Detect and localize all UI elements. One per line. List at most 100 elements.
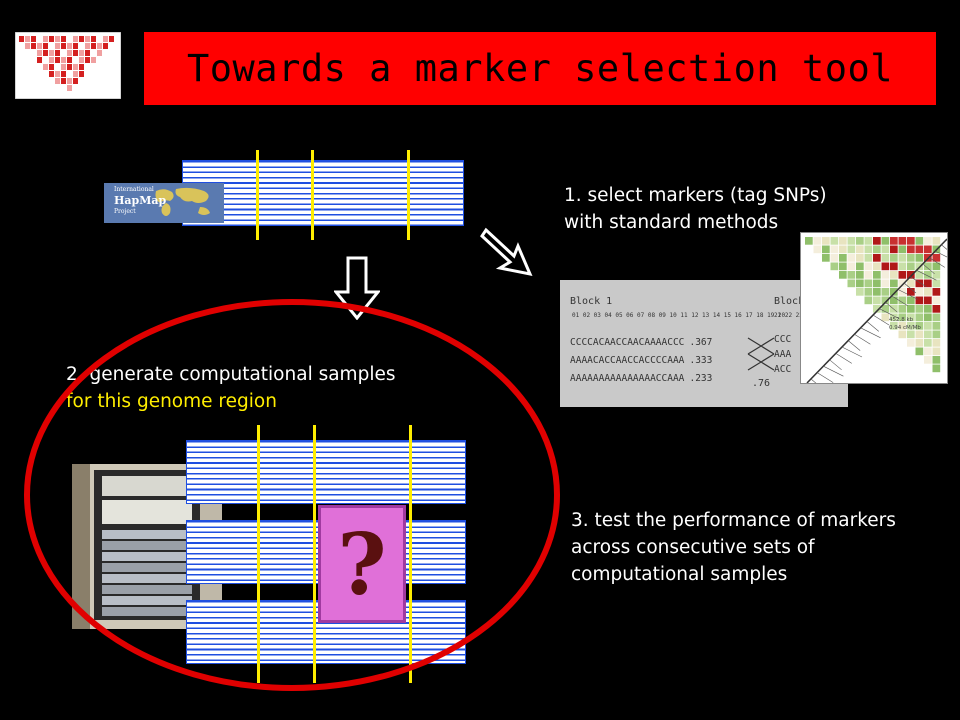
ld-cell [856,237,864,245]
ld-cell [839,262,847,271]
ld-cell [864,296,873,305]
thumb-cell [55,50,60,56]
marker-line [407,150,410,240]
ld-cell [924,262,932,271]
ld-cell [881,288,890,296]
ld-cell [839,237,847,245]
marker-numbers: 01 02 03 04 05 06 07 08 09 10 11 12 13 1… [572,312,786,319]
thumb-cell [61,57,66,63]
ld-cell [932,271,941,279]
thumb-cell [97,43,102,49]
ld-cell [907,339,915,347]
ld-cell [924,347,932,356]
ld-cell [898,262,907,271]
ld-tick [891,295,908,307]
thumb-cell [91,43,96,49]
ld-cell [924,237,932,245]
ld-cell [898,322,907,330]
haplotype-row-b2: AAA [774,349,792,360]
thumb-cell [61,78,66,84]
thumb-cell [73,71,78,77]
ld-tick [829,359,842,371]
thumb-cell [43,50,48,56]
thumb-cell [55,43,60,49]
ld-tick [860,327,881,339]
thumb-cell [97,36,102,42]
ld-tick [910,276,927,287]
ld-cell [932,296,941,305]
ld-tick [823,365,844,377]
ld-cell [890,296,898,305]
ld-cell [915,347,924,356]
ld-cell [881,245,890,254]
ld-tick [810,378,817,383]
thumb-cell [61,43,66,49]
ld-cell [881,313,890,322]
ld-cell [932,237,941,245]
thumb-cell [109,36,114,42]
ld-cell [856,279,864,288]
ld-cell [873,237,881,245]
ld-cell [890,313,898,322]
ld-cell [856,271,864,279]
haplotype-block-sample-1 [186,440,466,504]
ld-cell [856,245,864,254]
ld-cell [907,322,915,330]
ld-kb-label: 452.8 kb [889,317,914,323]
rack-unit [102,541,192,550]
ld-cell [924,279,932,288]
ld-cell [822,254,830,262]
ld-cell [864,245,873,254]
ld-cell [890,237,898,245]
ld-cell [915,330,924,339]
ld-cell [915,237,924,245]
haplotype-row-b2: CCC [774,334,792,345]
ld-cell [864,271,873,279]
rack-unit [102,552,192,561]
ld-cell [915,313,924,322]
ld-cell [924,271,932,279]
ld-cell [932,347,941,356]
ld-cell [907,262,915,271]
ld-cell [805,237,813,245]
ld-cell [864,254,873,262]
hapmap-logo: International HapMap Project [104,183,224,223]
ld-cell [932,254,941,262]
ld-cell [847,271,856,279]
ld-cell [898,279,907,288]
ld-cell [932,305,941,313]
ld-plot-panel: 452.8 kb 0.94 cM/Mb [800,232,948,384]
logo-line3: Project [114,208,136,215]
thumb-cell [79,71,84,77]
logo-line1: International [114,186,154,193]
ld-cell [830,262,839,271]
thumb-cell [67,43,72,49]
haplotype-row: AAAAAAAAAAAAAAACCAAA .233 [570,373,713,384]
rack-unit [102,530,192,539]
step2-text: 2. generate computational samples [66,364,396,385]
ld-cell [924,296,932,305]
haplotype-row: AAAACACCAACCACCCCAAA .333 [570,355,713,366]
thumb-cell [73,36,78,42]
thumb-cell [25,43,30,49]
rack-unit [102,607,192,616]
thumb-cell [43,43,48,49]
ld-cell [924,322,932,330]
thumb-cell [97,50,102,56]
ld-rate-label: 0.94 cM/Mb [889,325,921,331]
ld-cell [873,279,881,288]
thumb-cell [61,36,66,42]
thumb-cell [19,36,24,42]
ld-tick [872,314,890,326]
thumb-cell [103,43,108,49]
ld-cell [847,245,856,254]
ld-cell [924,288,932,296]
ld-cell [813,245,822,254]
thumb-cell [85,50,90,56]
ld-cell [907,271,915,279]
ld-cell [864,279,873,288]
ld-tick [897,289,918,300]
ld-cell [932,364,941,373]
thumb-cell [79,64,84,70]
ld-cell [890,279,898,288]
